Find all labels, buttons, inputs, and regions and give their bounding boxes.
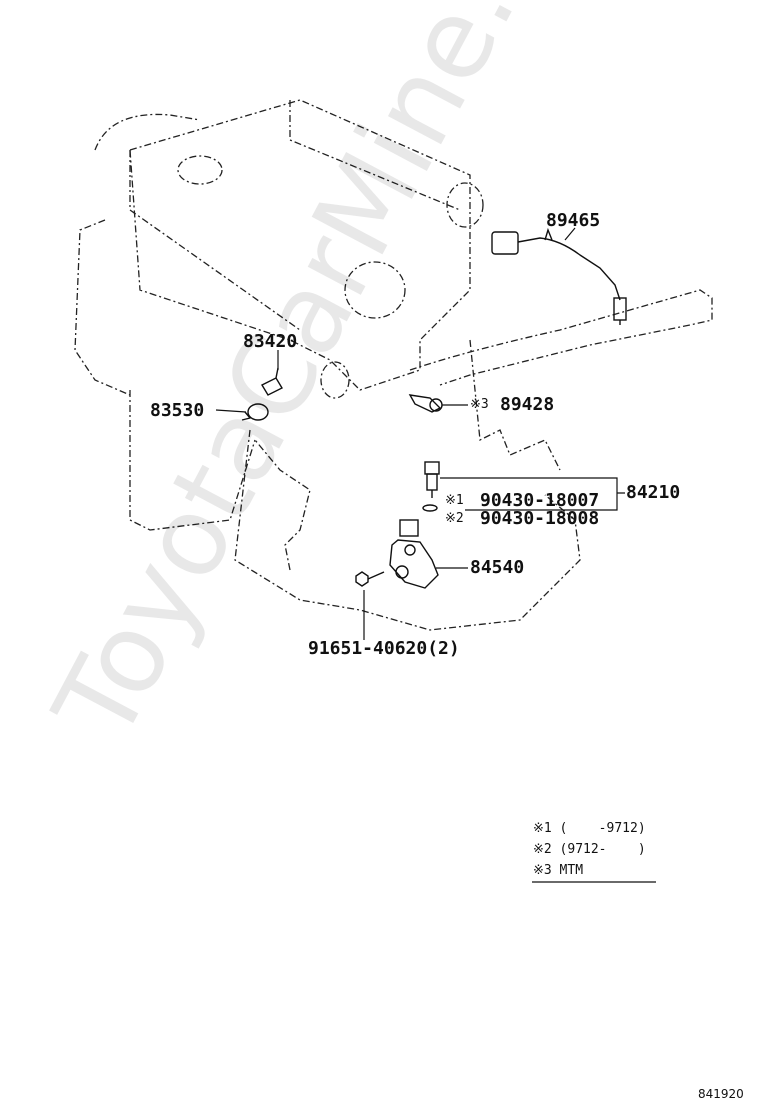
oxygen-sensor-89465 xyxy=(491,227,627,325)
label-84210[interactable]: 84210 xyxy=(626,482,681,503)
leader-84210 xyxy=(440,477,625,511)
note-1: ※1 ( -9712) xyxy=(533,821,646,836)
bolt-91651 xyxy=(355,571,385,587)
sensor-84210 xyxy=(422,461,440,512)
label-90430-18008[interactable]: 90430-18008 xyxy=(480,508,600,529)
leader-89465 xyxy=(564,227,576,241)
switch-83530 xyxy=(241,403,269,421)
diagram-id: 841920 xyxy=(698,1087,744,1101)
label-84540[interactable]: 84540 xyxy=(470,557,525,578)
label-89465[interactable]: 89465 xyxy=(546,210,601,231)
switch-89428 xyxy=(408,394,443,413)
sensor-84540 xyxy=(389,519,439,589)
leader-83530 xyxy=(215,409,247,413)
mark-90430-18008: ※2 xyxy=(445,511,464,526)
engine-outline xyxy=(129,99,471,391)
label-90430-18007[interactable]: 90430-18007 xyxy=(480,490,600,511)
label-89428[interactable]: 89428 xyxy=(500,394,555,415)
sensor-83420 xyxy=(261,367,283,396)
label-91651-40620[interactable]: 91651-40620(2) xyxy=(308,638,460,659)
label-83530[interactable]: 83530 xyxy=(150,400,205,421)
mark-89428: ※3 xyxy=(470,397,489,412)
label-83420[interactable]: 83420 xyxy=(243,331,298,352)
note-2: ※2 (9712- ) xyxy=(533,842,646,857)
mark-90430-18007: ※1 xyxy=(445,493,464,508)
note-3: ※3 MTM xyxy=(533,863,584,878)
